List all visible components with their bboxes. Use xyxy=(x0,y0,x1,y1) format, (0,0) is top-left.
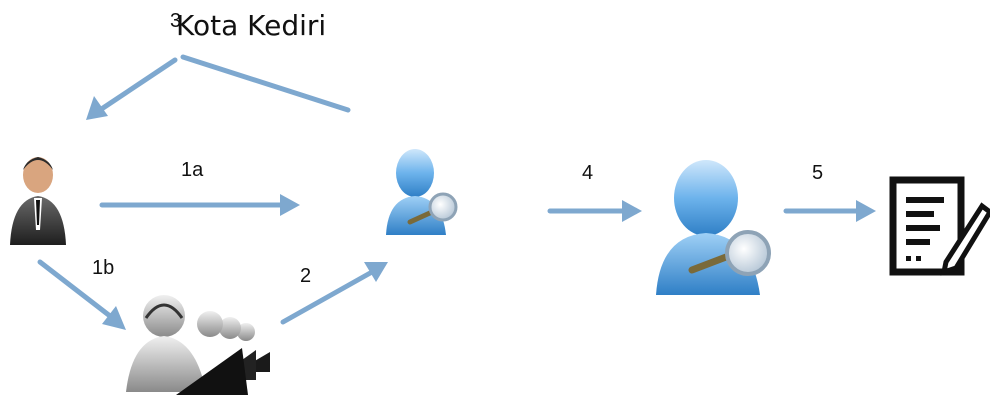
step-label-5: 5 xyxy=(812,162,824,184)
arrow-2 xyxy=(280,269,375,325)
arrow-4-head xyxy=(622,200,642,222)
officer-large-icon xyxy=(656,160,771,295)
step-label-1a: 1a xyxy=(181,159,204,181)
step-label-3: 3 xyxy=(170,10,182,32)
arrows xyxy=(37,54,876,330)
arrow-3-head xyxy=(86,96,108,120)
step-label-2: 2 xyxy=(300,265,312,287)
arrow-5-head xyxy=(856,200,876,222)
officer-icon xyxy=(386,149,458,235)
step-label-4: 4 xyxy=(582,162,594,184)
report-document-icon xyxy=(889,176,990,276)
arrow-3-up xyxy=(180,54,351,113)
arrow-3-down xyxy=(97,57,178,113)
arrow-1b-head xyxy=(102,306,126,330)
arrow-2-head xyxy=(364,262,388,282)
arrow-1a-head xyxy=(280,194,300,216)
citizen-icon xyxy=(10,157,66,245)
step-label-1b: 1b xyxy=(92,257,115,279)
arrow-1b xyxy=(37,259,113,319)
call-center-group-icon xyxy=(126,295,270,395)
diagram-title: Kota Kediri xyxy=(176,9,327,42)
